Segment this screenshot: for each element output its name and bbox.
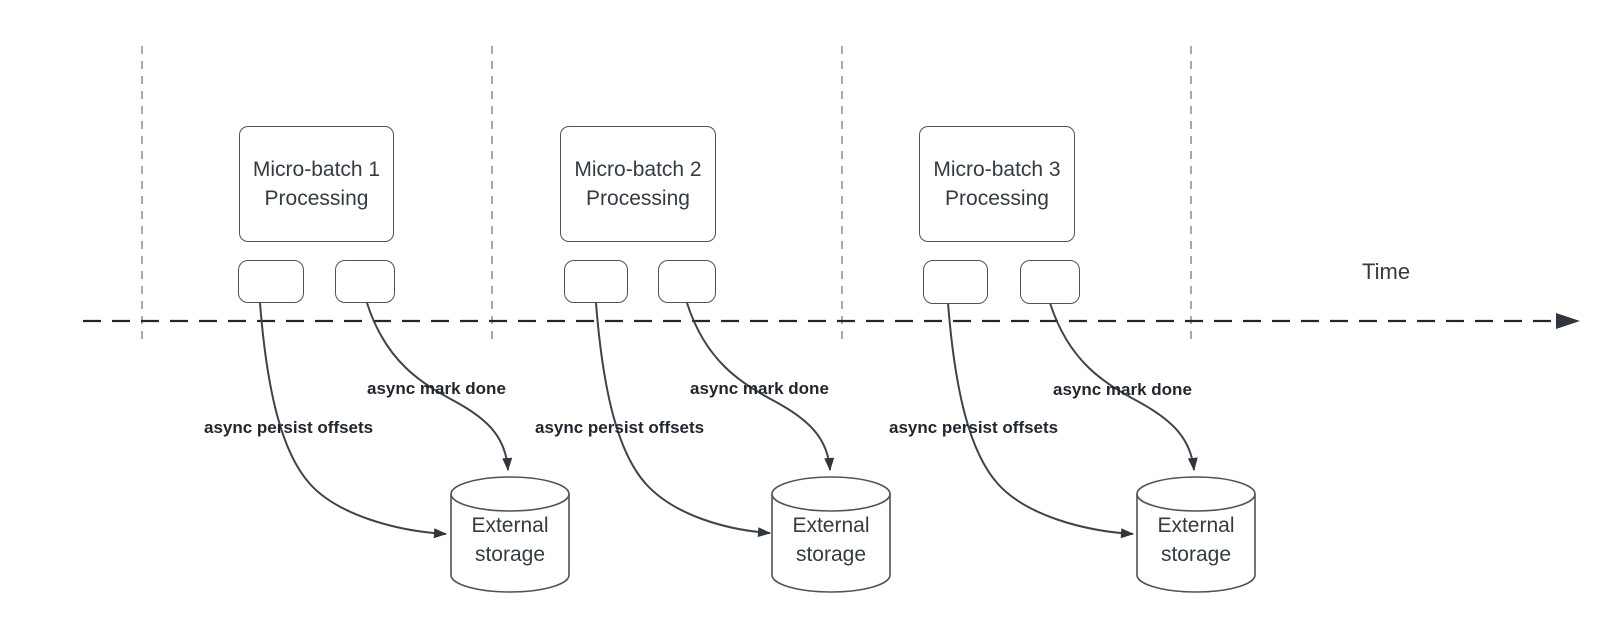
storage-label-1-line1: External xyxy=(471,514,549,537)
persist-offsets-label-2: async persist offsets xyxy=(535,418,705,437)
mark-done-label-2: async mark done xyxy=(690,379,829,398)
mark-done-label-3: async mark done xyxy=(1053,380,1192,399)
mark-done-task-box-2 xyxy=(658,260,716,303)
micro-batch-3-box: Micro-batch 3 Processing xyxy=(919,126,1075,242)
persist-offsets-arrow-2 xyxy=(595,302,771,538)
micro-batch-2-title-line1: Micro-batch 2 xyxy=(574,158,702,181)
mark-done-task-box-1 xyxy=(335,260,395,303)
persist-offsets-label-3: async persist offsets xyxy=(889,418,1059,437)
storage-label-1-line2: storage xyxy=(474,543,546,566)
mark-done-label-1: async mark done xyxy=(367,379,506,398)
storage-label-1: External storage xyxy=(451,492,569,588)
micro-batch-1-box: Micro-batch 1 Processing xyxy=(239,126,394,242)
storage-label-2-line1: External xyxy=(792,514,870,537)
time-axis-label: Time xyxy=(1362,259,1411,284)
mark-done-arrow-2 xyxy=(686,302,835,471)
storage-label-3-line1: External xyxy=(1157,514,1235,537)
external-storage-cylinder-3 xyxy=(1136,476,1256,593)
storage-label-3-line2: storage xyxy=(1160,543,1232,566)
persist-offsets-arrow-3 xyxy=(947,302,1134,539)
persist-offsets-task-box-1 xyxy=(238,260,304,303)
persist-offsets-task-box-3 xyxy=(923,260,988,304)
external-storage-cylinder-1 xyxy=(450,476,570,593)
micro-batch-3-title-line2: Processing xyxy=(945,187,1049,210)
persist-offsets-label-1: async persist offsets xyxy=(204,418,374,437)
micro-batch-3-title-line1: Micro-batch 3 xyxy=(933,158,1061,181)
mark-done-arrow-3 xyxy=(1049,302,1198,471)
micro-batch-1-title-line1: Micro-batch 1 xyxy=(252,158,381,181)
persist-offsets-arrow-1 xyxy=(259,302,447,539)
mark-done-task-box-3 xyxy=(1020,260,1080,304)
external-storage-cylinder-2 xyxy=(771,476,891,593)
storage-label-2: External storage xyxy=(772,492,890,588)
storage-label-2-line2: storage xyxy=(795,543,867,566)
micro-batch-1-title-line2: Processing xyxy=(264,187,369,210)
mark-done-arrow-1 xyxy=(366,302,513,471)
persist-offsets-task-box-2 xyxy=(564,260,628,303)
micro-batch-2-box: Micro-batch 2 Processing xyxy=(560,126,716,242)
micro-batch-2-title-line2: Processing xyxy=(586,187,690,210)
time-axis-arrowhead-icon xyxy=(1556,313,1580,329)
storage-label-3: External storage xyxy=(1137,492,1255,588)
